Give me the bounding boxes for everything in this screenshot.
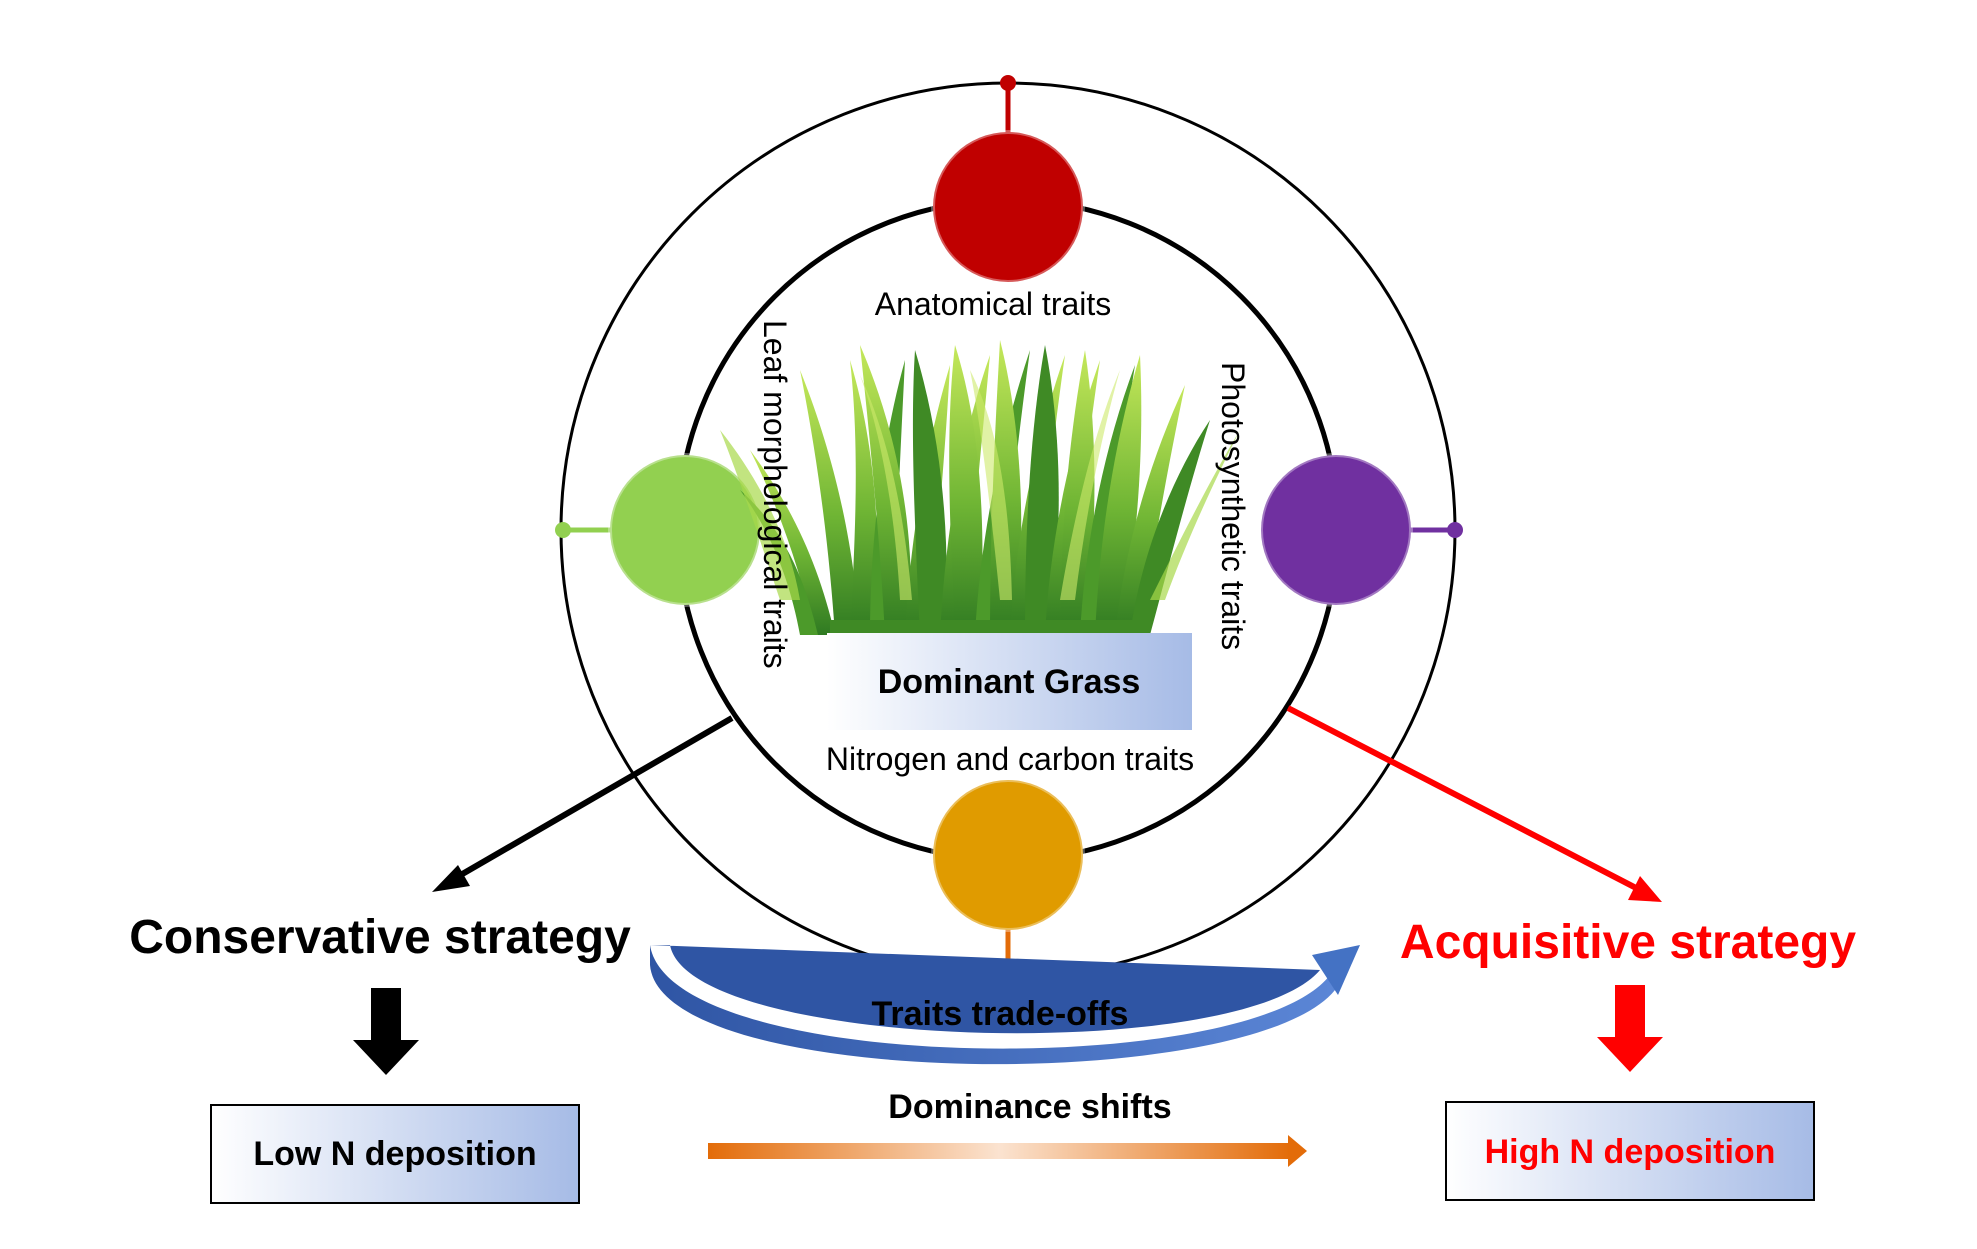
conservative-down-arrow [353,988,419,1075]
dominance-shifts-arrow [708,1135,1307,1167]
acquisitive-strategy-label: Acquisitive strategy [1400,916,1856,969]
dominant-grass-box [827,633,1192,730]
traits-trade-offs-label: Traits trade-offs [872,995,1129,1033]
leaf-morphological-traits-label: Leaf morphological traits [757,320,793,669]
acquisitive-arrow [1286,705,1662,902]
photosynthetic-traits-label: Photosynthetic traits [1215,362,1251,650]
dominant-grass-label: Dominant Grass [878,663,1141,701]
grass-illustration [720,340,1240,635]
photosynthetic-connector-dot [1447,522,1463,538]
leaf-morphological-node [608,453,762,607]
dominance-shifts-label: Dominance shifts [888,1088,1171,1126]
conservative-strategy-label: Conservative strategy [129,911,631,964]
low-n-deposition-box [210,1104,580,1204]
photosynthetic-node [1259,453,1413,607]
high-n-deposition-box [1445,1101,1815,1201]
leaf-connector-dot [555,522,571,538]
nitrogen-carbon-node [931,778,1085,932]
anatomical-node [931,130,1085,284]
low-n-deposition-label: Low N deposition [253,1135,536,1173]
high-n-deposition-label: High N deposition [1485,1133,1776,1171]
anatomical-connector-dot [1000,75,1016,91]
conservative-arrow [432,715,734,892]
acquisitive-down-arrow [1597,985,1663,1072]
nitrogen-carbon-traits-label: Nitrogen and carbon traits [826,741,1194,777]
anatomical-traits-label: Anatomical traits [875,286,1112,322]
trade-off-arrow [650,945,1360,1065]
